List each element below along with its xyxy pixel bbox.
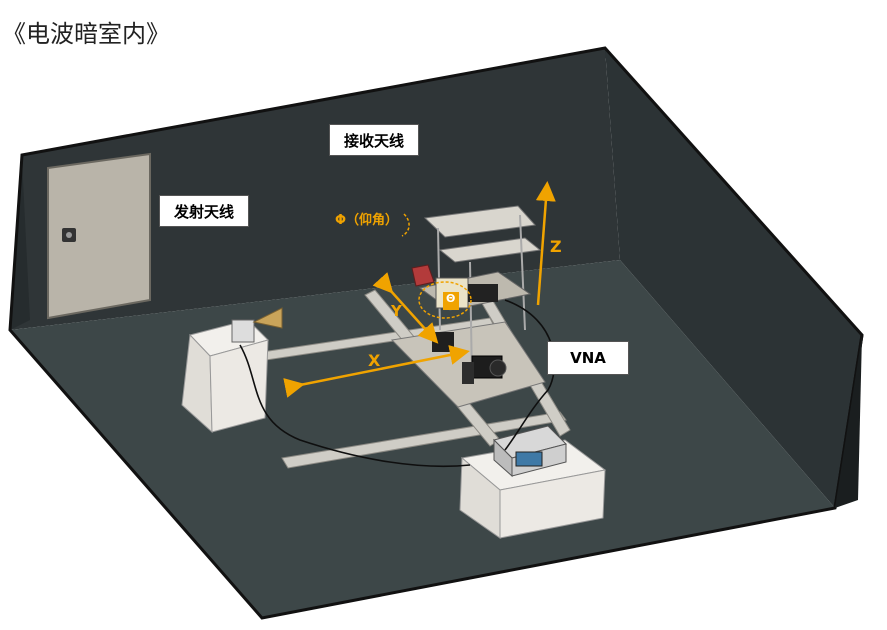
door [47,152,151,320]
upper-frame-2 [438,237,542,263]
axis-z-arrow [535,181,556,306]
phi-arc [401,213,410,237]
floor-shadow [10,160,30,330]
axis-y-label: Y [391,302,402,320]
receive-antenna-label: 接收天线 [329,124,419,156]
axis-z-label: Z [550,237,562,256]
cable-receive [504,299,556,451]
right-wall [605,48,862,508]
theta-label: Θ [446,292,456,305]
phi-elevation-label: Φ（仰角） [335,213,399,228]
vna-label: VNA [547,341,629,375]
transmit-pedestal-side [209,339,269,433]
right-wall-side [835,335,862,508]
vna-pedestal-side [499,469,606,539]
transmit-antenna-mount [231,319,255,343]
rail-front [281,411,567,469]
theta-ring [418,281,472,319]
axis-y-arrow [372,272,439,344]
axis-x-label: X [368,351,381,370]
page-title: 《电波暗室内》 [2,20,170,48]
transmit-antenna-label: 发射天线 [159,195,249,227]
axis-x-arrow [283,345,470,398]
horn-antenna-icon [252,307,283,329]
vna-screen [515,451,543,467]
cable-transmit [239,344,471,468]
